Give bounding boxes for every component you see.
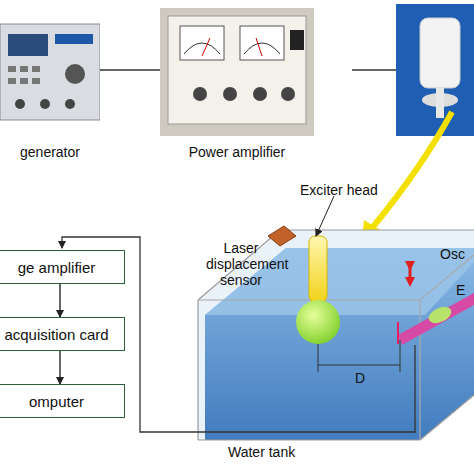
wire <box>352 69 396 71</box>
device-photo-box: generator <box>0 4 100 160</box>
box-label: ge amplifier <box>18 259 96 276</box>
process-box: omputer <box>0 384 125 418</box>
laser-sensor <box>268 226 296 246</box>
box-label: omputer <box>29 393 84 410</box>
connector <box>59 284 61 317</box>
sensor-patch <box>426 304 454 327</box>
connector <box>59 351 61 384</box>
photo-caption: Power amplifier <box>189 144 285 160</box>
annotation-label: E <box>456 282 465 298</box>
device-photo <box>160 4 314 136</box>
annotation-label: Laser displacement sensor <box>206 240 276 288</box>
plate-edge <box>397 322 399 344</box>
beam-plate <box>398 293 474 345</box>
dimension-line <box>318 365 400 366</box>
water-tank <box>198 230 474 440</box>
exciter-photo <box>396 4 474 136</box>
annotation-label: D <box>355 370 365 386</box>
dimension-line <box>400 340 401 372</box>
device-photo-box: Power amplifier <box>160 4 314 160</box>
process-box: ge amplifier <box>0 250 125 284</box>
device-photo <box>0 4 100 136</box>
leader-line <box>316 196 334 236</box>
oscillation-arrow <box>409 266 412 282</box>
annotation-label: Water tank <box>228 444 295 460</box>
process-box: acquisition card <box>0 317 125 351</box>
annotation-label: Exciter head <box>300 182 378 198</box>
annotation-label: Osc <box>440 246 465 262</box>
exciter-head <box>296 236 340 372</box>
photo-caption: generator <box>20 144 80 160</box>
connector <box>100 69 160 71</box>
pointer-arrow <box>372 112 452 228</box>
box-label: acquisition card <box>4 326 108 343</box>
